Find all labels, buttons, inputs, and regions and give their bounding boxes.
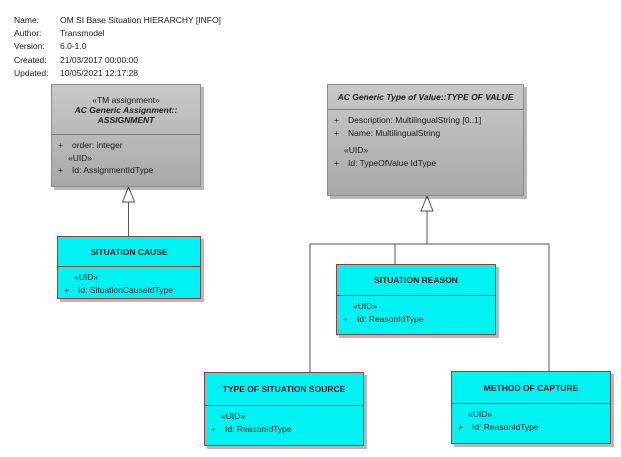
visibility-marker: +: [343, 313, 348, 324]
meta-row-author: Author: Transmodel: [14, 27, 221, 40]
visibility-marker: +: [58, 165, 63, 175]
class-header: TYPE OF SITUATION SOURCE: [205, 373, 363, 406]
meta-row-created: Created: 21/03/2017 00:00:00: [14, 54, 221, 67]
attribute-section: «UID» + Id: SituationCauseIdType: [58, 267, 200, 296]
attribute-text: Id: TypeOfValue IdType: [348, 157, 437, 168]
class-header: «TM assignment» AC Generic Assignment:: …: [52, 85, 200, 135]
class-type-of-value[interactable]: AC Generic Type of Value::TYPE OF VALUE …: [327, 84, 524, 196]
meta-key: Version:: [14, 41, 45, 52]
class-situation-cause[interactable]: SITUATION CAUSE «UID» + Id: SituationCau…: [57, 236, 201, 299]
attribute-row: + order: integer: [58, 139, 192, 152]
meta-value: 6.0-1.0: [60, 41, 87, 52]
attribute-group-label: «UID»: [68, 152, 93, 163]
visibility-marker: +: [64, 284, 69, 295]
meta-key: Created:: [14, 54, 47, 65]
attribute-section: «UID» + Id: ReasonIdType: [452, 404, 610, 433]
inheritance-arrowhead: [121, 185, 136, 203]
class-name: METHOD OF CAPTURE: [483, 382, 579, 393]
class-assignment[interactable]: «TM assignment» AC Generic Assignment:: …: [51, 84, 201, 187]
attribute-row: + Id: AssignmentIdType: [58, 164, 192, 177]
attribute-text: Id: ReasonIdType: [472, 421, 539, 432]
visibility-marker: +: [334, 127, 339, 138]
class-name: TYPE OF SITUATION SOURCE: [222, 384, 346, 394]
class-header: AC Generic Type of Value::TYPE OF VALUE: [328, 85, 523, 110]
attribute-row: + Id: ReasonIdType: [343, 313, 487, 326]
connector-source-to-value: [309, 243, 427, 372]
visibility-marker: +: [458, 421, 463, 432]
attribute-row: + Id: SituationCauseIdType: [64, 284, 192, 297]
attribute-text: Id: SituationCauseIdType: [78, 284, 173, 295]
attribute-section: «UID» + Id: ReasonIdType: [337, 296, 495, 325]
meta-row-version: Version: 6.0-1.0: [14, 40, 221, 53]
attribute-row: + Name: MultilingualString: [334, 127, 515, 140]
attribute-group-label: «UID»: [353, 301, 378, 311]
meta-value: 10/05/2021 12:17:28: [60, 67, 138, 78]
visibility-marker: +: [211, 423, 216, 434]
meta-value: Transmodel: [60, 28, 105, 39]
attribute-group-label: «UID»: [468, 409, 493, 419]
attribute-group-label: «UID»: [344, 145, 369, 155]
attribute-section: + Description: MultilingualString [0..1]…: [328, 110, 523, 169]
meta-row-name: Name: OM SI Base Situation HIERARCHY [IN…: [14, 14, 221, 27]
class-name: ASSIGNMENT: [97, 114, 155, 125]
attribute-row: + Id: TypeOfValue IdType: [334, 157, 515, 170]
meta-value: OM SI Base Situation HIERARCHY [INFO]: [60, 15, 221, 25]
stereotype-label: «TM assignment»: [92, 94, 160, 105]
diagram-metadata: Name: OM SI Base Situation HIERARCHY [IN…: [14, 14, 221, 80]
meta-value: 21/03/2017 00:00:00: [60, 54, 138, 65]
class-name: SITUATION CAUSE: [90, 246, 168, 257]
class-header: SITUATION CAUSE: [58, 237, 200, 267]
connector-capture-to-value: [427, 243, 550, 371]
attribute-group-label: «UID»: [74, 272, 99, 282]
attribute-text: Name: MultilingualString: [348, 127, 441, 138]
attribute-text: Id: AssignmentIdType: [72, 165, 154, 175]
visibility-marker: +: [58, 140, 63, 150]
attribute-text: Description: MultilingualString [0..1]: [348, 115, 482, 125]
meta-key: Author:: [14, 28, 42, 39]
meta-key: Name:: [14, 15, 40, 25]
class-header: METHOD OF CAPTURE: [452, 372, 610, 404]
meta-row-updated: Updated: 10/05/2021 12:17:28: [14, 67, 221, 80]
attribute-text: order: integer: [72, 140, 123, 150]
class-name: SITUATION REASON: [374, 275, 458, 285]
class-method-of-capture[interactable]: METHOD OF CAPTURE «UID» + Id: ReasonIdTy…: [451, 371, 611, 444]
attribute-section: «UID» + Id: ReasonIdType: [205, 406, 363, 435]
attribute-text: Id: ReasonIdType: [357, 313, 424, 324]
meta-key: Updated:: [14, 67, 49, 78]
class-name: AC Generic Assignment::: [74, 104, 178, 115]
class-name: AC Generic Type of Value::TYPE OF VALUE: [337, 92, 514, 102]
attribute-group-label: «UID»: [221, 411, 246, 421]
attribute-row: + Id: ReasonIdType: [458, 421, 602, 434]
class-header: SITUATION REASON: [337, 265, 495, 296]
attribute-row: + Description: MultilingualString [0..1]: [334, 114, 515, 127]
class-situation-reason[interactable]: SITUATION REASON «UID» + Id: ReasonIdTyp…: [336, 264, 496, 335]
visibility-marker: +: [334, 157, 339, 168]
inheritance-arrowhead: [420, 194, 434, 212]
class-type-of-situation-source[interactable]: TYPE OF SITUATION SOURCE «UID» + Id: Rea…: [204, 372, 364, 446]
attribute-row: + Id: ReasonIdType: [211, 423, 355, 436]
attribute-text: Id: ReasonIdType: [225, 423, 292, 434]
attribute-section: + order: integer «UID» + Id: AssignmentI…: [52, 135, 200, 177]
visibility-marker: +: [334, 115, 339, 125]
